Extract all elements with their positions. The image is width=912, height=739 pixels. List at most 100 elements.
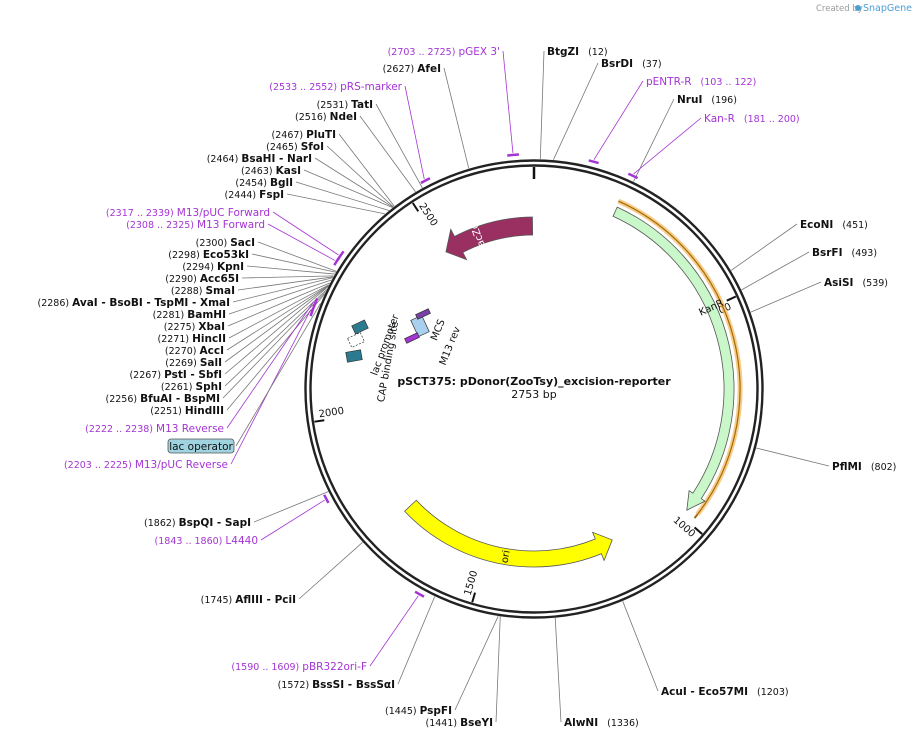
tick-500 — [726, 295, 737, 302]
primer-label-name: L4440 — [225, 535, 258, 547]
enzyme-label: AcuI - Eco57MI (1203) — [661, 686, 789, 698]
enzyme-label-pos: (2444) — [225, 190, 260, 201]
leader-line — [260, 499, 325, 541]
enzyme-label-pos: (2275) — [164, 322, 199, 333]
credit-brand: SnapGene — [863, 3, 912, 14]
primer-label-name: pGEX 3' — [458, 46, 500, 58]
leader-line — [232, 277, 333, 303]
enzyme-label-name: AcuI - Eco57MI — [661, 686, 748, 698]
leader-line — [241, 275, 334, 279]
enzyme-label-pos: (1203) — [757, 687, 789, 698]
mcs-label: MCS — [429, 318, 447, 342]
leader-line — [633, 98, 675, 182]
enzyme-label: (2444) FspI — [225, 189, 284, 201]
enzyme-label: (2294) KpnI — [182, 261, 244, 273]
leader-line — [224, 289, 327, 387]
tick-1000 — [693, 526, 703, 535]
leader-line — [235, 303, 321, 447]
primer-site-mark — [627, 172, 639, 180]
enzyme-label-pos: (493) — [852, 248, 878, 259]
leader-line — [404, 85, 425, 180]
enzyme-label: (2627) AfeI — [383, 63, 441, 75]
ori-feature-arrow — [404, 499, 613, 568]
primer-label: (2533 .. 2552) pRS-marker — [269, 81, 402, 93]
enzyme-label-pos: (2290) — [165, 274, 200, 285]
enzyme-label: (1745) AflIII - PciI — [201, 594, 296, 606]
enzyme-label: (2298) Eco53kI — [168, 249, 249, 261]
primer-label: pENTR-R(103 .. 122) — [646, 76, 756, 88]
primer-site-mark — [323, 494, 330, 504]
lac-operator-text: lac operator — [169, 441, 233, 453]
enzyme-label: (2251) HindIII — [150, 405, 224, 417]
enzyme-label-name: BfuAI - BspMI — [140, 393, 220, 405]
enzyme-label-pos: (2467) — [272, 130, 307, 141]
primer-label-name: M13 Reverse — [156, 423, 224, 435]
mcs-box-shape — [410, 314, 430, 338]
enzyme-label: (2261) SphI — [161, 381, 222, 393]
leader-line — [228, 284, 330, 339]
leader-line — [226, 284, 329, 351]
leader-line — [251, 253, 336, 273]
primer-site-mark — [507, 153, 520, 157]
leader-line — [226, 293, 325, 411]
enzyme-label: AlwNI(1336) — [564, 717, 639, 729]
enzyme-label-name: AvaI - BsoBI - TspMI - XmaI — [72, 297, 230, 309]
mcs-primer-box — [415, 308, 431, 320]
leader-line — [303, 169, 393, 208]
leader-line — [314, 157, 394, 208]
leader-line — [553, 62, 599, 160]
primer-label-pos: (2317 .. 2339) — [106, 208, 177, 219]
enzyme-label-name: BglI — [270, 177, 293, 189]
enzyme-label: (1572) BssSI - BssSαI — [278, 679, 395, 691]
enzyme-label-pos: (2465) — [266, 142, 301, 153]
leader-line — [224, 286, 329, 375]
plasmid-length: 2753 bp — [511, 388, 556, 401]
leader-line — [338, 133, 395, 207]
enzyme-label-pos: (1336) — [607, 718, 639, 729]
tick-2000 — [314, 419, 325, 423]
enzyme-label-name: EcoNI — [800, 219, 833, 231]
kanr-feature-arrow — [612, 206, 735, 511]
enzyme-label: (2267) PstI - SbfI — [129, 369, 222, 381]
site-labels: BtgZI(12)BsrDI(37)NruI(196)EcoNI(451)Bsr… — [38, 46, 897, 729]
enzyme-label: BsrFI(493) — [812, 247, 877, 259]
enzyme-label-pos: (1445) — [385, 706, 420, 717]
enzyme-label-pos: (2516) — [295, 112, 330, 123]
enzyme-label: (1441) BseYI — [426, 717, 494, 729]
tick-1500 — [471, 592, 476, 603]
tick-label-2000: 2000 — [318, 406, 345, 421]
enzyme-label-name: AccI — [200, 345, 224, 357]
enzyme-label-pos: (2251) — [150, 406, 185, 417]
leader-line — [397, 596, 436, 685]
leader-line — [295, 181, 390, 211]
enzyme-label-pos: (2267) — [129, 370, 164, 381]
plasmid-title: pSCT375: pDonor(ZooTsy)_excision-reporte… — [397, 375, 671, 388]
primer-label: (2203 .. 2225) M13/pUC Reverse — [64, 459, 228, 471]
mcs-box — [410, 314, 430, 338]
enzyme-label-name: SmaI — [206, 285, 236, 297]
primer-label: (2308 .. 2325) M13 Forward — [126, 219, 265, 231]
cap-binding-site-box-shape — [345, 349, 363, 363]
kan-r-primer-line — [618, 200, 741, 515]
tick-label-1500: 1500 — [463, 569, 481, 597]
enzyme-label: (2454) BglI — [235, 177, 293, 189]
leader-line — [454, 616, 499, 711]
enzyme-label-pos: (1745) — [201, 595, 236, 606]
enzyme-label-name: PspFI — [420, 705, 452, 717]
leader-line — [443, 67, 470, 169]
enzyme-label: (2464) BsaHI - NarI — [207, 153, 312, 165]
enzyme-label-pos: (1441) — [426, 718, 461, 729]
enzyme-label: (2275) XbaI — [164, 321, 225, 333]
leader-line — [750, 281, 822, 313]
leader-line — [359, 115, 416, 193]
enzyme-label: PflMI(802) — [832, 461, 896, 473]
primer-label-name: pRS-marker — [340, 81, 403, 93]
enzyme-label-name: SacI — [230, 237, 255, 249]
leader-line — [375, 103, 423, 189]
enzyme-label-pos: (2298) — [168, 250, 203, 261]
enzyme-label-name: NdeI — [330, 111, 357, 123]
enzyme-label: (2465) SfoI — [266, 141, 324, 153]
enzyme-label-pos: (2286) — [38, 298, 73, 309]
enzyme-label: (2281) BamHI — [153, 309, 226, 321]
enzyme-label-pos: (1862) — [144, 518, 179, 529]
